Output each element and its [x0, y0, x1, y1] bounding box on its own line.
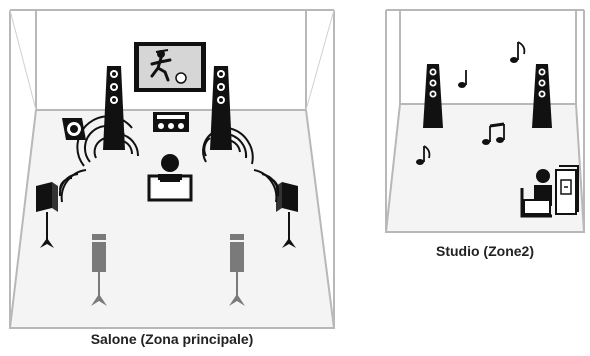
listener-icon	[147, 154, 193, 202]
zone2-room-label: Studio (Zone2)	[436, 243, 534, 259]
zone2-right-speaker-icon	[532, 64, 552, 128]
presence-left-speaker-icon	[91, 234, 107, 306]
main-room-floor	[8, 109, 336, 329]
main-room-label: Salone (Zona principale)	[90, 331, 254, 347]
center-speaker-icon	[153, 112, 189, 132]
presence-right-speaker-icon	[229, 234, 245, 306]
zone2-room-floor	[384, 103, 586, 233]
front-left-sound-waves	[76, 115, 140, 167]
front-right-tower-speaker-icon	[210, 66, 232, 150]
zone2-room-back-wall	[399, 9, 577, 105]
surround-right-speaker-icon	[276, 182, 298, 248]
amplifier-icon	[555, 165, 579, 215]
surround-left-speaker-icon	[36, 182, 58, 248]
zone2-room	[384, 9, 586, 233]
main-room	[8, 9, 336, 329]
music-note-icon	[416, 41, 526, 165]
surround-right-sound-waves	[253, 169, 280, 203]
front-right-sound-waves	[202, 127, 254, 165]
surround-left-sound-waves	[58, 169, 87, 203]
tv-icon	[134, 42, 206, 92]
person-on-chair-icon	[520, 169, 552, 218]
zone2-left-speaker-icon	[423, 64, 443, 128]
subwoofer-icon	[62, 118, 86, 140]
